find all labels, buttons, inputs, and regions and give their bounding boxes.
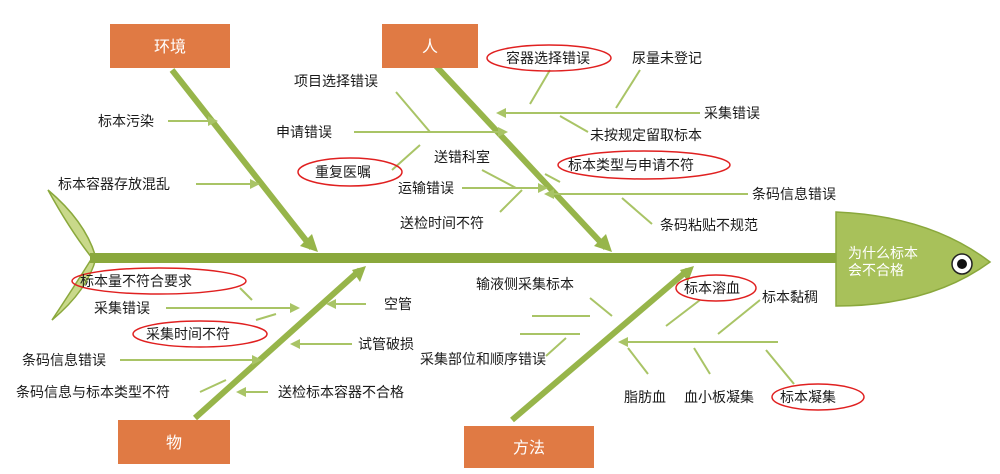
category-box-environment — [110, 24, 230, 68]
cause-mat-5: 空管 — [384, 297, 412, 313]
fish-tail — [47, 189, 97, 321]
highlight-cjsj — [132, 320, 268, 348]
cause-person-0: 项目选择错误 — [294, 74, 378, 90]
category-box-person — [382, 24, 478, 68]
line-mat-txlx — [199, 379, 227, 393]
cause-person-11: 条码信息错误 — [752, 186, 836, 203]
arrowhead-environment — [300, 234, 318, 252]
cause-person-12: 条码粘贴不规范 — [660, 217, 758, 234]
line-meth-nc — [717, 299, 761, 335]
bone-method — [510, 267, 690, 423]
tip-meth-main — [618, 337, 628, 347]
line-person-xm — [395, 91, 431, 133]
bone-environment — [169, 68, 315, 250]
cause-mat-4: 条码信息与标本类型不符 — [16, 384, 170, 401]
category-label-person: 人 — [422, 37, 438, 56]
line-person-wa — [559, 115, 589, 133]
cause-person-7: 尿量未登记 — [632, 51, 702, 67]
cause-meth-0: 输液侧采集标本 — [476, 276, 574, 293]
cause-env-0: 标本污染 — [98, 114, 154, 130]
line-meth-cjbw3 — [545, 337, 567, 357]
cause-person-9: 未按规定留取标本 — [590, 128, 702, 144]
category-box-material — [118, 420, 230, 464]
bone-person — [433, 63, 609, 251]
tip-env-2 — [250, 179, 260, 189]
tip-mat-txx — [252, 355, 262, 365]
cause-person-2: 重复医嘱 — [315, 164, 371, 181]
tip-mat-cj — [290, 303, 300, 313]
highlight-cfyz — [297, 157, 403, 187]
tip-person-sq — [498, 127, 508, 137]
cause-mat-0: 标本量不符合要求 — [80, 274, 192, 290]
cause-person-10: 标本类型与申请不符 — [568, 158, 694, 174]
fish-pupil — [957, 259, 967, 269]
tip-env-1 — [208, 116, 218, 126]
category-box-method — [464, 426, 594, 468]
line-person-nl — [615, 69, 641, 109]
line-person-rq — [529, 69, 551, 105]
line-meth-xxb — [693, 347, 711, 375]
line-person-sj — [499, 189, 523, 213]
tip-mat-kg — [326, 299, 336, 309]
cause-person-4: 运输错误 — [398, 181, 454, 197]
highlight-bbl — [71, 267, 247, 295]
line-person-sc — [481, 169, 517, 189]
cause-mat-3: 条码信息错误 — [22, 352, 106, 369]
cause-person-3: 送错科室 — [434, 149, 490, 166]
cause-meth-5: 血小板凝集 — [684, 389, 754, 406]
fish-head — [835, 211, 992, 307]
line-mat-bbl — [239, 287, 253, 301]
bone-material — [192, 267, 363, 421]
cause-meth-2: 标本溶血 — [684, 281, 740, 297]
highlight-rx — [675, 274, 757, 302]
category-label-environment: 环境 — [154, 37, 186, 56]
highlight-rqxz — [486, 44, 612, 72]
line-meth-zf — [627, 347, 649, 375]
arrowhead-method — [680, 266, 694, 282]
head-line-1: 为什么标本 — [848, 246, 918, 262]
line-meth-rx — [665, 299, 701, 327]
cause-meth-1: 采集部位和顺序错误 — [420, 351, 546, 368]
cause-env-1: 标本容器存放混乱 — [58, 176, 170, 193]
line-meth-nj — [765, 349, 795, 385]
line-meth-syc — [589, 297, 613, 317]
tip-person-txx — [544, 189, 554, 199]
cause-meth-6: 标本凝集 — [780, 389, 836, 406]
arrowhead-person — [594, 234, 612, 252]
cause-mat-1: 采集错误 — [94, 300, 150, 317]
cause-mat-6: 试管破损 — [358, 337, 414, 353]
cause-meth-4: 脂肪血 — [624, 390, 666, 406]
cause-person-6: 容器选择错误 — [506, 50, 590, 67]
arrowhead-material — [352, 266, 366, 282]
cause-meth-3: 标本黏稠 — [762, 290, 818, 306]
line-person-bblx — [544, 173, 561, 183]
category-label-method: 方法 — [513, 438, 545, 457]
category-label-material: 物 — [166, 433, 182, 452]
head-line-2: 会不合格 — [848, 263, 904, 279]
line-mat-cjsj — [255, 313, 277, 321]
cause-person-8: 采集错误 — [704, 105, 760, 122]
tip-person-cj — [496, 108, 506, 118]
cause-mat-2: 采集时间不符 — [146, 326, 230, 343]
tip-mat-sjrq — [236, 387, 246, 397]
tip-person-ys — [538, 183, 548, 193]
tip-mat-sgps — [290, 339, 300, 349]
highlight-bblx — [557, 150, 731, 180]
line-person-txzt — [621, 197, 653, 225]
highlight-nj — [771, 383, 865, 411]
cause-person-1: 申请错误 — [276, 125, 332, 141]
cause-person-5: 送检时间不符 — [400, 216, 484, 232]
cause-mat-7: 送检标本容器不合格 — [278, 384, 404, 401]
